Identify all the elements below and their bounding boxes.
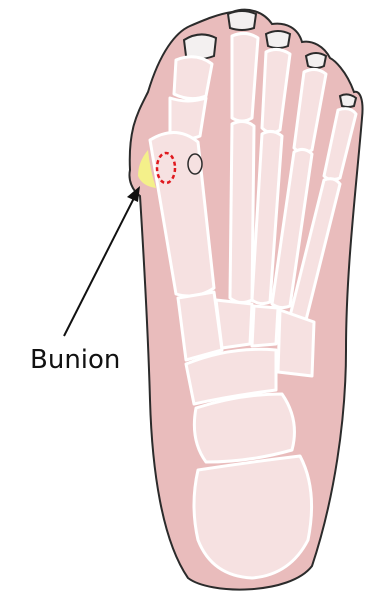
bunion-arrow	[64, 186, 140, 336]
bunion-label: Bunion	[30, 345, 120, 375]
second-toenail	[228, 11, 256, 30]
talus	[194, 394, 294, 462]
second-metatarsal	[230, 121, 254, 302]
big-toe-phalanx-distal	[174, 57, 212, 99]
lateral-cuneiform	[252, 306, 278, 346]
fifth-toenail	[340, 94, 356, 107]
sesamoid-bone	[188, 154, 202, 174]
big-toenail	[184, 34, 216, 59]
third-toenail	[266, 31, 290, 48]
intermediate-cuneiform	[216, 300, 252, 348]
fourth-toenail	[306, 53, 326, 68]
calcaneus	[194, 456, 312, 578]
cuboid	[278, 310, 314, 376]
second-toe-bones	[232, 33, 258, 121]
